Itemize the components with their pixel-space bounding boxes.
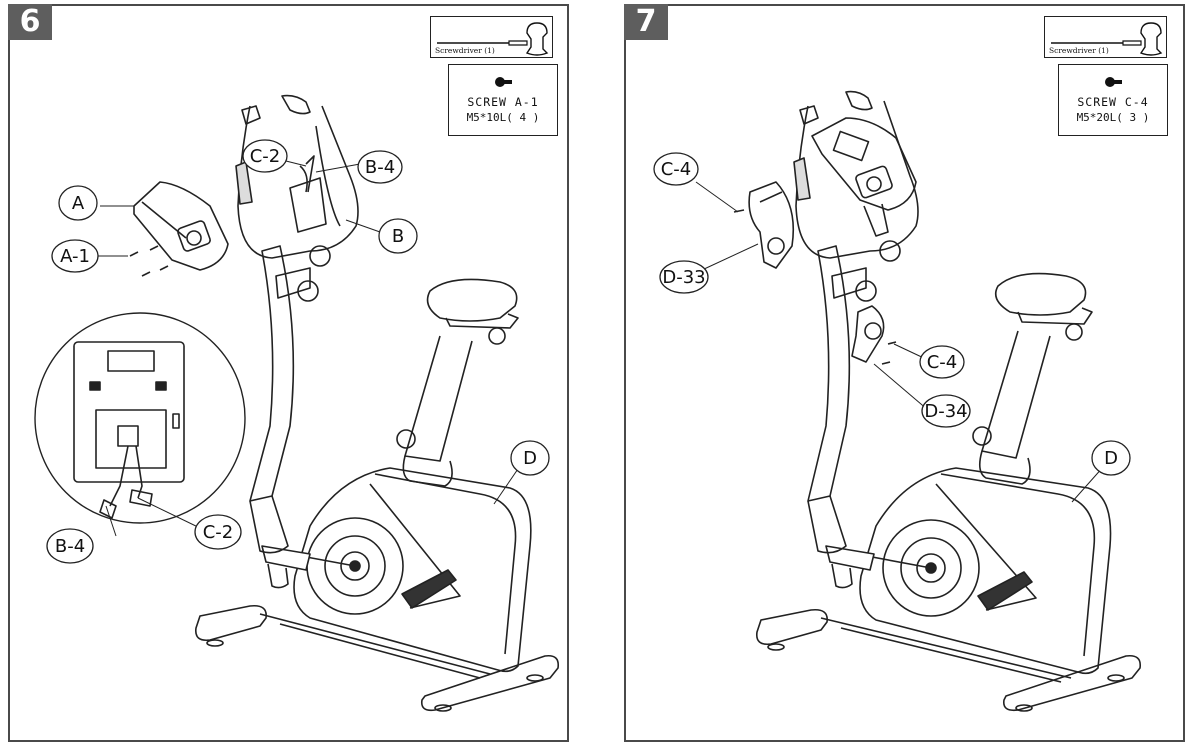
- callout-c2-top: C-2: [250, 146, 281, 167]
- step-7-panel: 7 Screwdriver (1) SCREW C-4 M5*20L( 3 ): [624, 4, 1185, 742]
- step-number-badge: 6: [8, 4, 52, 40]
- screw-icon: [1105, 77, 1122, 87]
- callout-b4-top: B-4: [365, 157, 395, 178]
- callout-d34: D-34: [924, 401, 967, 422]
- exercise-bike-drawing: C-4 D-33 C-4 D-34 D: [653, 90, 1142, 712]
- screw-icon: [495, 77, 512, 87]
- callout-d: D: [523, 448, 537, 469]
- tool-label: Screwdriver (1): [1049, 46, 1109, 55]
- callout-d33: D-33: [662, 267, 705, 288]
- callout-b: B: [392, 226, 404, 247]
- callout-c4-left: C-4: [661, 159, 692, 180]
- callout-a: A: [72, 193, 85, 214]
- callout-b4-bottom: B-4: [55, 536, 85, 557]
- screw-spec: M5*20L( 3 ): [1076, 111, 1150, 124]
- tool-label: Screwdriver (1): [435, 46, 495, 55]
- screwdriver-icon: [1051, 22, 1163, 56]
- callout-d: D: [1104, 448, 1118, 469]
- step-number-badge: 7: [624, 4, 668, 40]
- step-6-panel: 6 Screwdriver (1) SCREW A-1 M5*10L( 4 ): [8, 4, 569, 742]
- tool-box: Screwdriver (1): [430, 16, 553, 58]
- callout-c4-right: C-4: [927, 352, 958, 373]
- screw-name: SCREW A-1: [467, 95, 539, 109]
- screw-name: SCREW C-4: [1077, 95, 1149, 109]
- callout-c2-bottom: C-2: [203, 522, 234, 543]
- screw-box: SCREW A-1 M5*10L( 4 ): [448, 64, 558, 136]
- tool-box: Screwdriver (1): [1044, 16, 1167, 58]
- screwdriver-icon: [437, 22, 549, 56]
- screw-spec: M5*10L( 4 ): [466, 111, 540, 124]
- exercise-bike-drawing: A A-1 C-2 B-4 B B-4 C-2 D: [34, 94, 560, 712]
- callout-a1: A-1: [60, 246, 90, 267]
- screw-box: SCREW C-4 M5*20L( 3 ): [1058, 64, 1168, 136]
